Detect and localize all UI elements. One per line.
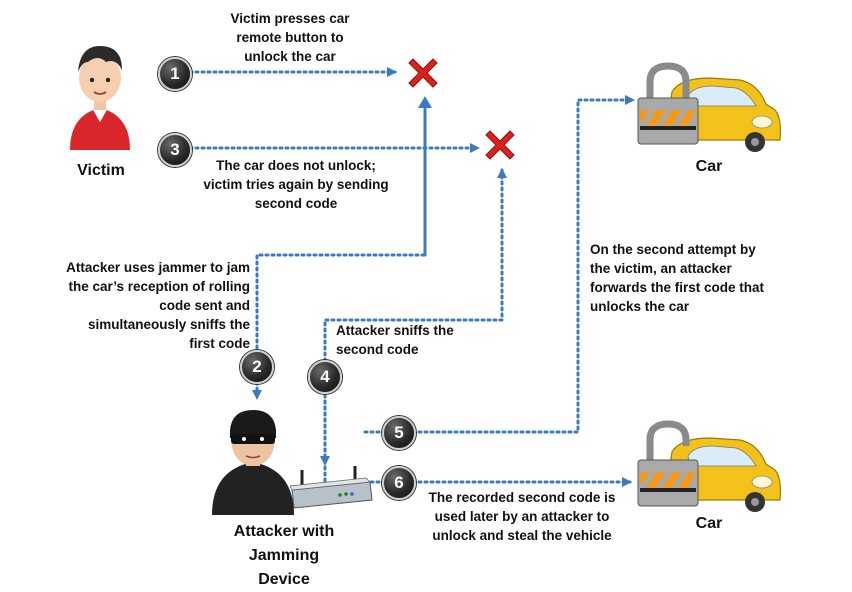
- note-step2: Attacker uses jammer to jam the car’s re…: [66, 260, 250, 351]
- attacker-label: Attacker with Jamming Device: [233, 523, 335, 588]
- fail-x-icon-2: [485, 130, 515, 160]
- jamming-device-icon: [289, 466, 373, 509]
- step-badge-6: 6: [382, 466, 416, 500]
- step-badge-1: 1: [158, 57, 192, 91]
- note-step5: On the second attempt by the victim, an …: [590, 242, 765, 314]
- car-bottom-label: Car: [695, 515, 723, 532]
- step-badge-3: 3: [158, 133, 192, 167]
- car-unlocked-icon: [637, 420, 782, 512]
- fail-x-icon-1: [408, 58, 438, 88]
- victim-label: Victim: [77, 162, 125, 179]
- note-step3: The car does not unlock; victim tries ag…: [203, 158, 389, 211]
- step-badge-2: 2: [240, 350, 274, 384]
- car-locked-icon: [637, 62, 782, 152]
- victim-icon: [70, 46, 130, 150]
- step-badge-5: 5: [382, 416, 416, 450]
- attacker-icon: [212, 410, 294, 515]
- step-badge-4: 4: [308, 360, 342, 394]
- note-step6: The recorded second code is used later b…: [428, 490, 616, 543]
- note-step1: Victim presses car remote button to unlo…: [230, 11, 350, 64]
- note-step4: Attacker sniffs the second code: [336, 323, 454, 357]
- arrow-step5: [363, 95, 635, 434]
- car-top-label: Car: [695, 158, 723, 175]
